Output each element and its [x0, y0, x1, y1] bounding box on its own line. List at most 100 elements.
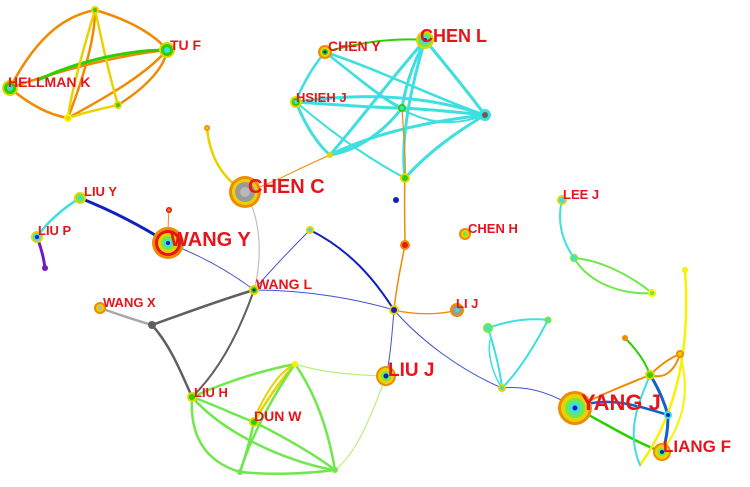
node-lee-j[interactable] [557, 195, 567, 205]
edge [238, 362, 297, 474]
labels: HELLMAN K TU F CHEN Y CHEN L HSIEH J CHE… [8, 26, 731, 456]
node[interactable] [148, 321, 156, 329]
node[interactable] [327, 152, 333, 158]
node-wang-x[interactable] [94, 302, 106, 314]
edge [253, 229, 311, 291]
edge [328, 106, 404, 157]
edge [257, 365, 293, 411]
edge [309, 229, 395, 311]
edge [423, 38, 487, 117]
node[interactable] [204, 125, 210, 131]
node[interactable] [91, 6, 99, 14]
node[interactable] [570, 254, 578, 262]
node-liu-h[interactable] [187, 392, 197, 402]
edge [573, 257, 653, 295]
label-liu-h: LIU H [194, 385, 228, 400]
node-yang-j[interactable] [558, 391, 592, 425]
edge [150, 288, 256, 327]
edge [294, 100, 332, 157]
node[interactable] [237, 469, 243, 475]
edge [150, 323, 194, 399]
edge [66, 48, 169, 120]
edge [93, 8, 120, 107]
label-tu-f: TU F [170, 37, 202, 53]
node[interactable] [292, 361, 298, 367]
node[interactable] [676, 350, 684, 358]
edge [238, 468, 337, 475]
edge [487, 327, 503, 389]
edge [191, 289, 255, 398]
node[interactable] [306, 226, 314, 234]
node[interactable] [389, 305, 399, 315]
node-liu-y[interactable] [74, 192, 86, 204]
node[interactable] [483, 323, 493, 333]
edge [334, 375, 387, 471]
label-liang-f: LIANG F [663, 437, 731, 456]
node[interactable] [648, 289, 656, 297]
label-wang-x: WANG X [103, 295, 156, 310]
edge [559, 199, 575, 259]
node[interactable] [64, 114, 72, 122]
edge [328, 113, 487, 157]
node-chen-y[interactable] [318, 45, 332, 59]
label-wang-y: WANG Y [170, 229, 251, 251]
node-chen-h[interactable] [459, 228, 471, 240]
edge [328, 38, 427, 157]
edge [8, 86, 70, 120]
label-wang-l: WANG L [256, 276, 312, 292]
node-wang-y[interactable] [152, 227, 184, 259]
edge [190, 395, 242, 474]
edge [66, 8, 97, 120]
edge [36, 48, 169, 82]
node[interactable] [622, 335, 628, 341]
label-li-j: LI J [456, 296, 478, 311]
edge [573, 257, 653, 294]
node-dun-w[interactable] [249, 417, 259, 427]
node[interactable] [479, 109, 491, 121]
label-chen-y: CHEN Y [328, 38, 381, 54]
edge [190, 395, 337, 472]
node[interactable] [544, 316, 552, 324]
edge [66, 103, 120, 120]
node[interactable] [645, 370, 655, 380]
node-chen-c[interactable] [229, 176, 261, 208]
node-liu-j[interactable] [376, 366, 396, 386]
node-tu-f[interactable] [159, 42, 175, 58]
nodes [2, 6, 688, 475]
label-liu-p: LIU P [38, 223, 72, 238]
edge [66, 8, 97, 120]
edges [8, 8, 688, 475]
edge [624, 337, 651, 376]
label-chen-c: CHEN C [248, 176, 325, 198]
node[interactable] [664, 411, 672, 419]
node-hsieh-j[interactable] [290, 96, 302, 108]
node[interactable] [400, 173, 410, 183]
node-hellman-k[interactable] [2, 80, 18, 96]
edge [294, 100, 404, 110]
edge [638, 268, 688, 467]
node[interactable] [682, 267, 688, 273]
node-liang-f[interactable] [653, 443, 671, 461]
node[interactable] [400, 240, 410, 250]
label-hsieh-j: HSIEH J [296, 90, 347, 105]
edge [190, 395, 256, 424]
edge [293, 362, 337, 472]
node[interactable] [332, 467, 338, 473]
edge [393, 309, 458, 315]
node-liu-p[interactable] [31, 231, 43, 243]
edge [632, 374, 651, 466]
node[interactable] [498, 384, 506, 392]
label-lee-j: LEE J [563, 187, 599, 202]
node[interactable] [398, 104, 406, 112]
node[interactable] [393, 197, 399, 203]
edge [501, 319, 549, 389]
node-wang-l[interactable] [249, 285, 259, 295]
node[interactable] [166, 207, 172, 213]
node[interactable] [42, 265, 48, 271]
node[interactable] [114, 101, 122, 109]
node-chen-l[interactable] [416, 31, 434, 49]
edge [190, 362, 297, 399]
node-li-j[interactable] [450, 303, 464, 317]
edge [294, 363, 387, 377]
label-dun-w: DUN W [254, 408, 302, 424]
